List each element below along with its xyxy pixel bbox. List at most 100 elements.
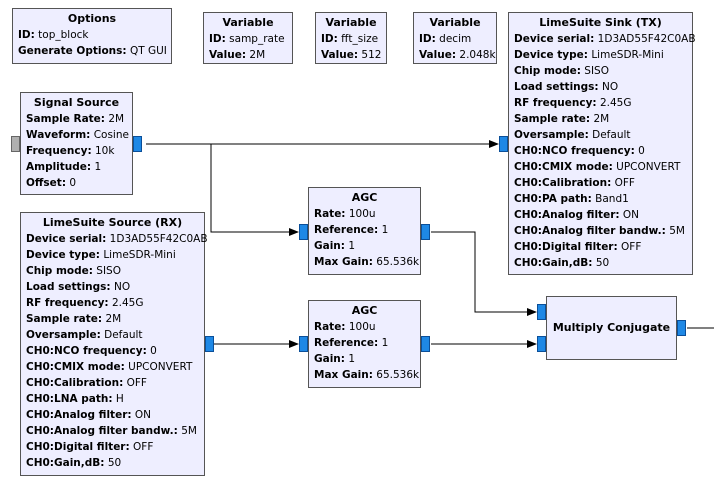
param-label: CH0:Digital filter:: [26, 441, 130, 453]
block-param: Max Gain: 65.536k: [314, 254, 419, 270]
param-value: 2M: [593, 113, 610, 125]
param-value: 2M: [108, 113, 125, 125]
block-param: Device type: LimeSDR-Mini: [514, 47, 687, 63]
agc2-in-port[interactable]: [299, 336, 308, 352]
block-param: ID: samp_rate: [209, 31, 287, 47]
block-param: Offset: 0: [26, 175, 127, 191]
block-param: CH0:Analog filter bandw.: 5M: [26, 423, 199, 439]
param-value: ON: [134, 409, 152, 421]
param-value: 5M: [669, 225, 685, 237]
block-param: Oversample: Default: [514, 127, 687, 143]
block-param: Sample Rate: 2M: [26, 111, 127, 127]
block-param: Frequency: 10k: [26, 143, 127, 159]
multiply-in0-port[interactable]: [537, 304, 546, 320]
block-title: AGC: [351, 191, 378, 204]
param-value: OFF: [133, 441, 154, 453]
block-param: RF frequency: 2.45G: [514, 95, 687, 111]
multiply-out-port[interactable]: [677, 320, 686, 336]
param-label: Max Gain:: [314, 256, 373, 268]
param-label: Load settings:: [26, 281, 111, 293]
limesuite-source-block[interactable]: LimeSuite Source (RX)Device serial: 1D3A…: [20, 212, 208, 476]
param-value: 1: [348, 353, 356, 365]
param-value: Cosine: [93, 129, 129, 141]
block-param: Chip mode: SISO: [26, 263, 199, 279]
param-label: ID:: [321, 33, 338, 45]
block-param: CH0:PA path: Band1: [514, 191, 687, 207]
block-param: Gain: 1: [314, 351, 415, 367]
param-value: 0: [69, 177, 77, 189]
agc2-out-port[interactable]: [421, 336, 430, 352]
agc1-out-port[interactable]: [421, 224, 430, 240]
param-value: 0: [150, 345, 157, 357]
block-param: Reference: 1: [314, 222, 415, 238]
param-value: UPCONVERT: [616, 161, 681, 173]
block-param: CH0:Digital filter: OFF: [26, 439, 199, 455]
wire-signal-to-agc1: [210, 144, 299, 236]
block-param: CH0:CMIX mode: UPCONVERT: [26, 359, 199, 375]
block-param: Device serial: 1D3AD55F42C0AB: [26, 231, 208, 247]
param-label: CH0:Gain,dB:: [514, 257, 593, 269]
param-label: Load settings:: [514, 81, 599, 93]
param-value: 5M: [181, 425, 197, 437]
param-value: 50: [595, 257, 610, 269]
block-param: CH0:CMIX mode: UPCONVERT: [514, 159, 687, 175]
multiply-conjugate-block[interactable]: Multiply Conjugate: [546, 296, 677, 360]
signal-source-in-port[interactable]: [11, 136, 20, 152]
block-param: Gain: 1: [314, 238, 415, 254]
param-value: 2M: [249, 49, 266, 61]
param-label: RF frequency:: [514, 97, 597, 109]
param-value: 0: [638, 145, 645, 157]
param-label: Oversample:: [514, 129, 589, 141]
param-label: Oversample:: [26, 329, 101, 341]
param-label: Gain:: [314, 240, 345, 252]
signal-source-out-port[interactable]: [133, 136, 142, 152]
source-out-port[interactable]: [205, 336, 214, 352]
block-param: CH0:NCO frequency: 0: [514, 143, 687, 159]
param-value: Default: [104, 329, 143, 341]
block-title: Variable: [222, 16, 274, 29]
sink-in-port[interactable]: [499, 136, 508, 152]
param-label: ID:: [209, 33, 226, 45]
param-label: Amplitude:: [26, 161, 92, 173]
param-label: Device type:: [26, 249, 100, 261]
param-label: CH0:NCO frequency:: [26, 345, 147, 357]
param-value: 2.45G: [599, 97, 632, 109]
param-label: CH0:Analog filter bandw.:: [26, 425, 178, 437]
param-value: LimeSDR-Mini: [591, 49, 664, 61]
block-param: Rate: 100u: [314, 206, 415, 222]
block-title: AGC: [351, 304, 378, 317]
block-param: RF frequency: 2.45G: [26, 295, 199, 311]
agc1-in-port[interactable]: [299, 224, 308, 240]
param-value: 2M: [105, 313, 122, 325]
param-label: Rate:: [314, 321, 346, 333]
block-title: LimeSuite Sink (TX): [539, 16, 662, 29]
limesuite-sink-block[interactable]: LimeSuite Sink (TX)Device serial: 1D3AD5…: [508, 12, 696, 275]
block-param: Generate Options: QT GUI: [18, 43, 167, 59]
param-value: 1: [94, 161, 102, 173]
param-label: CH0:CMIX mode:: [514, 161, 613, 173]
block-param: Sample rate: 2M: [514, 111, 687, 127]
param-value: 100u: [348, 321, 376, 333]
param-value: SISO: [96, 265, 121, 277]
param-label: Sample rate:: [514, 113, 591, 125]
block-param: Waveform: Cosine: [26, 127, 129, 143]
param-label: Sample Rate:: [26, 113, 105, 125]
block-param: CH0:LNA path: H: [26, 391, 199, 407]
param-value: 2.048k: [459, 49, 496, 61]
param-label: Value:: [419, 49, 457, 61]
param-value: NO: [601, 81, 619, 93]
param-label: Chip mode:: [26, 265, 93, 277]
multiply-in1-port[interactable]: [537, 336, 546, 352]
param-label: Offset:: [26, 177, 67, 189]
block-param: Reference: 1: [314, 335, 415, 351]
block-param: Device type: LimeSDR-Mini: [26, 247, 199, 263]
block-param: Sample rate: 2M: [26, 311, 199, 327]
param-value: LimeSDR-Mini: [103, 249, 176, 261]
